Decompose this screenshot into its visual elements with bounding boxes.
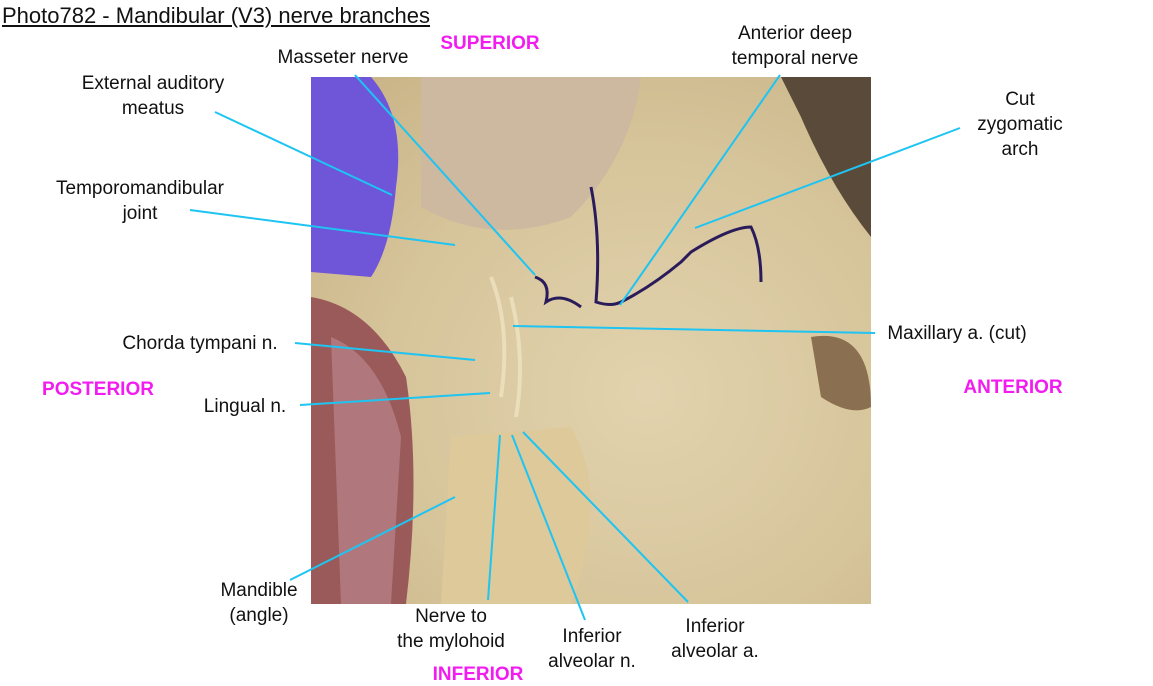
leader-lingual <box>299 392 491 406</box>
leader-ext-auditory <box>214 111 393 196</box>
leader-tmj <box>189 209 456 246</box>
label-external-auditory-meatus: External auditory meatus <box>81 73 225 119</box>
temporal-region <box>421 77 641 230</box>
label-inferior-alveolar-nerve: Inferior alveolar n. <box>548 626 636 672</box>
leader-maxillary <box>512 325 876 334</box>
page-title: Photo782 - Mandibular (V3) nerve branche… <box>2 3 431 28</box>
leader-inf-alv-n <box>511 434 586 621</box>
label-cut-zygomatic-arch: Cut zygomatic arch <box>977 89 1063 160</box>
label-nerve-to-mylohoid: Nerve to the mylohoid <box>397 606 505 652</box>
direction-inferior: INFERIOR <box>432 664 524 685</box>
leader-mandible <box>289 496 456 581</box>
leader-mylohoid <box>487 434 501 601</box>
label-maxillary-artery: Maxillary a. (cut) <box>887 323 1027 344</box>
direction-anterior: ANTERIOR <box>963 377 1063 398</box>
label-tmj: Temporomandibular joint <box>56 178 224 224</box>
mandible-region <box>441 427 591 604</box>
label-lingual-nerve: Lingual n. <box>203 396 287 417</box>
suture-marker <box>534 275 582 309</box>
leader-masseter <box>354 74 536 276</box>
leader-inf-alv-a <box>522 431 689 603</box>
leader-cut-zygomatic <box>694 127 961 229</box>
label-inferior-alveolar-artery: Inferior alveolar a. <box>671 616 759 662</box>
leader-chorda <box>294 342 476 361</box>
label-chorda-tympani: Chorda tympani n. <box>122 333 278 354</box>
nerve-bundle <box>489 276 522 418</box>
label-masseter-nerve: Masseter nerve <box>277 47 409 68</box>
nostril-region <box>811 335 871 411</box>
suture-marker <box>589 186 763 306</box>
leader-ant-deep-temporal <box>619 74 781 306</box>
direction-superior: SUPERIOR <box>440 33 540 54</box>
label-anterior-deep-temporal: Anterior deep temporal nerve <box>731 23 859 69</box>
background-dark <box>781 77 871 237</box>
photo-shapes <box>311 77 871 604</box>
direction-posterior: POSTERIOR <box>42 379 154 400</box>
label-mandible-angle: Mandible (angle) <box>220 580 298 626</box>
dissection-photo <box>311 77 871 604</box>
